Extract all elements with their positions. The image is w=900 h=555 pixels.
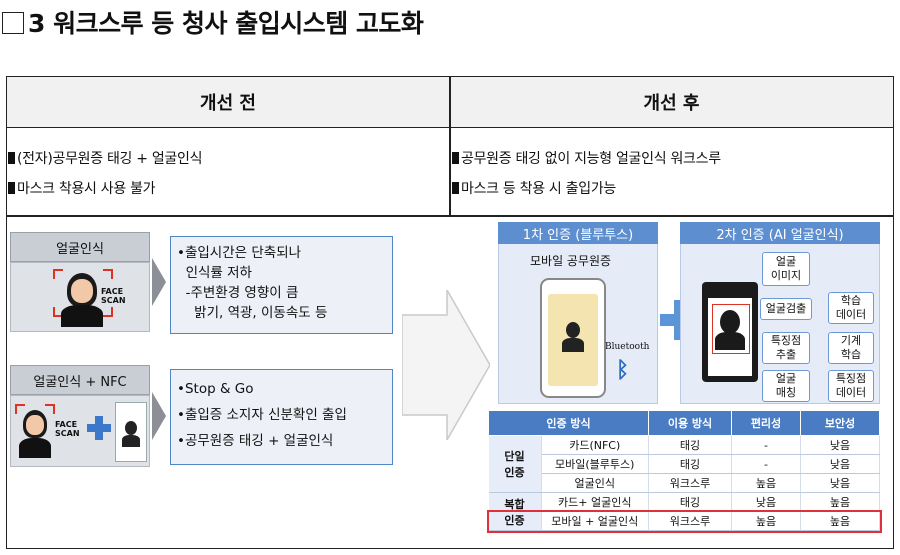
face-scan-label: FACE SCAN	[55, 420, 80, 438]
panel1-image-area: FACE SCAN	[10, 262, 150, 332]
title-text: 3 워크스루 등 청사 출입시스템 고도화	[28, 9, 424, 38]
before-bullet-2: 마스크 착용시 사용 불가	[8, 178, 156, 198]
panel1-tab: 얼굴인식	[10, 232, 150, 262]
page-title: 3 워크스루 등 청사 출입시스템 고도화	[2, 4, 424, 40]
chip-face-detect: 얼굴검출	[760, 298, 812, 320]
face-scan-icon	[15, 404, 55, 460]
header-before: 개선 전	[7, 77, 449, 128]
table-header: 편리성	[731, 410, 801, 436]
chip-training-data: 학습 데이터	[828, 292, 874, 324]
column-divider	[449, 77, 451, 215]
auth-method-table: 인증 방식 이용 방식 편리성 보안성 단일 인증 카드(NFC)태깅-낮음 모…	[486, 410, 882, 533]
step1-label: 모바일 공무원증	[530, 254, 612, 268]
table-header: 이용 방식	[648, 410, 732, 436]
step2-title: 2차 인증 (AI 얼굴인식)	[680, 222, 880, 244]
bluetooth-label: Bluetooth	[605, 342, 650, 352]
table-header: 인증 방식	[488, 410, 649, 436]
panel2-image-area: FACE SCAN	[10, 395, 150, 467]
after-bullet-1: 공무원증 태깅 없이 지능형 얼굴인식 워크스루	[452, 148, 721, 168]
chip-feature-extract: 특징점 추출	[762, 332, 810, 364]
face-terminal-icon	[702, 282, 758, 382]
chip-face-match: 얼굴 매칭	[762, 370, 810, 402]
chevron-right-icon	[152, 392, 166, 440]
comparison-frame	[6, 76, 894, 549]
plus-icon	[87, 416, 111, 440]
after-bullet-2: 마스크 등 착용 시 출입가능	[452, 178, 616, 198]
chevron-right-icon	[152, 258, 166, 306]
panel1-description: •출입시간은 단축되나 인식률 저하 -주변환경 영향이 큼 밝기, 역광, 이…	[170, 236, 393, 334]
step1-title: 1차 인증 (블루투스)	[498, 222, 658, 244]
chip-face-image: 얼굴 이미지	[762, 252, 810, 286]
panel2-tab: 얼굴인식 + NFC	[10, 365, 150, 395]
checkbox-icon	[2, 12, 24, 34]
table-row: 모바일(블루투스)태깅-낮음	[489, 454, 880, 474]
face-scan-label: FACE SCAN	[101, 287, 126, 305]
mobile-phone-icon	[540, 278, 606, 398]
id-card-icon	[115, 402, 147, 462]
table-row: 단일 인증 카드(NFC)태깅-낮음	[488, 435, 880, 493]
panel2-description: •Stop & Go •출입증 소지자 신분확인 출입 •공무원증 태깅 + 얼…	[170, 369, 393, 465]
header-after: 개선 후	[450, 77, 893, 128]
chip-machine-learning: 기계 학습	[828, 332, 874, 364]
row-divider	[7, 215, 893, 217]
bluetooth-icon: ᛒ	[616, 358, 630, 383]
before-bullet-1: (전자)공무원증 태깅 + 얼굴인식	[8, 148, 202, 168]
table-header: 보안성	[800, 410, 880, 436]
big-arrow-icon	[402, 290, 490, 440]
chip-feature-data: 특징점 데이터	[828, 370, 874, 402]
face-scan-icon	[53, 269, 113, 327]
